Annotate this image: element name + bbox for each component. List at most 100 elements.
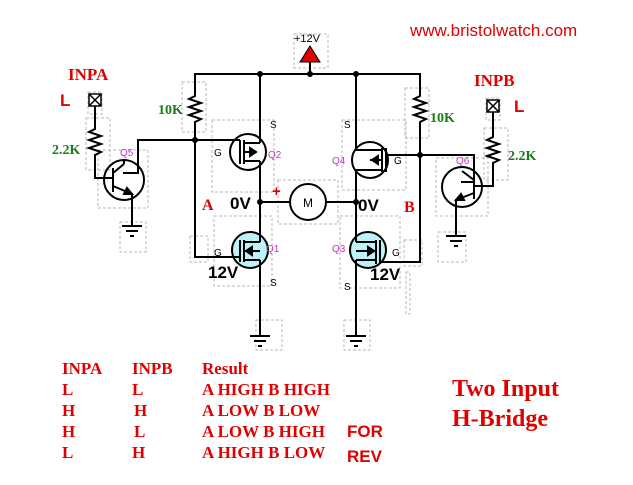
header-inpa: INPA bbox=[62, 359, 103, 378]
website-url[interactable]: www.bristolwatch.com bbox=[409, 21, 577, 40]
junctions bbox=[192, 71, 423, 205]
q3-gate-voltage: 12V bbox=[370, 265, 401, 284]
r-pullup-a-value: 10K bbox=[158, 103, 183, 118]
motor-symbol: M bbox=[303, 196, 313, 210]
wire-q3-gate bbox=[393, 154, 421, 263]
resistor-pullup-b-icon bbox=[410, 93, 430, 126]
row-note-reverse: REV bbox=[347, 447, 382, 466]
q3-source-pin: S bbox=[344, 282, 351, 293]
row-result: A LOW B LOW bbox=[202, 401, 321, 420]
header-result: Result bbox=[202, 359, 249, 378]
row-note-forward: FOR bbox=[347, 422, 383, 441]
outline-q1 bbox=[213, 215, 273, 287]
node-a-label: A bbox=[202, 197, 214, 214]
junction bbox=[353, 199, 359, 205]
wire-q5-collector bbox=[123, 139, 139, 174]
caption-line2: H-Bridge bbox=[452, 406, 548, 432]
wire-q4-gate bbox=[399, 125, 421, 156]
outline-q3-tail bbox=[405, 271, 411, 315]
row-inpa: L bbox=[62, 443, 74, 462]
q3-nmos-icon bbox=[349, 231, 394, 270]
ground-icon bbox=[446, 235, 466, 247]
q1-gate-voltage: 12V bbox=[208, 263, 239, 282]
motor-plus-sign: + bbox=[272, 183, 281, 200]
caption-line1: Two Input bbox=[452, 376, 559, 402]
r-base-b-value: 2.2K bbox=[508, 149, 537, 164]
grounds bbox=[122, 225, 466, 347]
q2-gate-pin: G bbox=[214, 148, 222, 159]
inpb-label: INPB bbox=[474, 71, 515, 90]
q2-label: Q2 bbox=[268, 150, 282, 161]
row-inpb: H bbox=[134, 401, 148, 420]
motor-icon bbox=[289, 183, 327, 221]
junction bbox=[192, 137, 198, 143]
q1-source-pin: S bbox=[270, 278, 277, 289]
wire-q1-gate bbox=[194, 139, 227, 258]
wire-q2-gate bbox=[194, 123, 233, 141]
wire-q6-base bbox=[481, 165, 494, 187]
q5-label: Q5 bbox=[120, 148, 134, 159]
resistor-pullup-a-icon bbox=[185, 93, 205, 124]
r-base-a-value: 2.2K bbox=[52, 143, 81, 158]
outline-q2 bbox=[211, 119, 275, 193]
junction bbox=[257, 71, 263, 77]
q1-gate-pin: G bbox=[214, 248, 222, 259]
q1-label: Q1 bbox=[266, 244, 280, 255]
node-b-label: B bbox=[404, 199, 415, 216]
ground-icon bbox=[250, 335, 270, 347]
inpa-connector-icon bbox=[88, 93, 102, 107]
ground-icon bbox=[122, 225, 142, 237]
outline-q1-gate bbox=[189, 235, 209, 263]
q5-npn-icon bbox=[103, 159, 145, 201]
row-inpa: L bbox=[62, 380, 74, 399]
row-result: A LOW B HIGH bbox=[202, 422, 325, 441]
input-connectors bbox=[88, 93, 500, 113]
resistor-base-b-icon bbox=[483, 134, 503, 166]
supply-arrow-icon bbox=[299, 45, 321, 63]
inpb-connector-icon bbox=[486, 99, 500, 113]
inpa-label: INPA bbox=[68, 65, 109, 84]
q3-label: Q3 bbox=[332, 244, 346, 255]
outline-r-base-b bbox=[483, 127, 509, 181]
junction bbox=[257, 199, 263, 205]
q1-nmos-icon bbox=[226, 231, 269, 270]
node-a-voltage: 0V bbox=[230, 194, 251, 213]
wire-supply-rail bbox=[194, 73, 421, 94]
row-inpb: L bbox=[132, 380, 144, 399]
q6-label: Q6 bbox=[456, 156, 470, 167]
outline-gnd-q6 bbox=[437, 231, 467, 263]
truth-table: INPA INPB Result L L A HIGH B HIGH H H A… bbox=[62, 359, 422, 469]
row-inpa: H bbox=[62, 401, 76, 420]
junction bbox=[417, 152, 423, 158]
q4-pmos-icon bbox=[351, 132, 400, 179]
q3-gate-pin: G bbox=[392, 248, 400, 259]
junction bbox=[307, 71, 313, 77]
q4-label: Q4 bbox=[332, 156, 346, 167]
inpa-level: L bbox=[60, 91, 70, 110]
q4-gate-pin: G bbox=[394, 156, 402, 167]
junction bbox=[353, 71, 359, 77]
inpb-level: L bbox=[514, 97, 524, 116]
row-result: A HIGH B LOW bbox=[202, 443, 326, 462]
ground-icon bbox=[346, 335, 366, 347]
wire-q5-base bbox=[94, 159, 109, 179]
node-b-voltage: 0V bbox=[358, 196, 379, 215]
supply-label: +12V bbox=[294, 33, 321, 45]
outline-q3 bbox=[339, 215, 401, 289]
row-inpb: H bbox=[132, 443, 146, 462]
row-result: A HIGH B HIGH bbox=[202, 380, 330, 399]
resistor-base-a-icon bbox=[85, 126, 105, 160]
row-inpa: H bbox=[62, 422, 76, 441]
outline-q4 bbox=[341, 119, 407, 191]
outline-q3-gate bbox=[403, 239, 423, 267]
q2-source-pin: S bbox=[270, 120, 277, 131]
q6-npn-icon bbox=[441, 166, 483, 208]
q2-pmos-icon bbox=[229, 132, 267, 172]
header-inpb: INPB bbox=[132, 359, 173, 378]
row-inpb: L bbox=[134, 422, 146, 441]
r-pullup-b-value: 10K bbox=[430, 111, 455, 126]
q4-source-pin: S bbox=[344, 120, 351, 131]
outline-r-pullup-b bbox=[404, 87, 430, 139]
